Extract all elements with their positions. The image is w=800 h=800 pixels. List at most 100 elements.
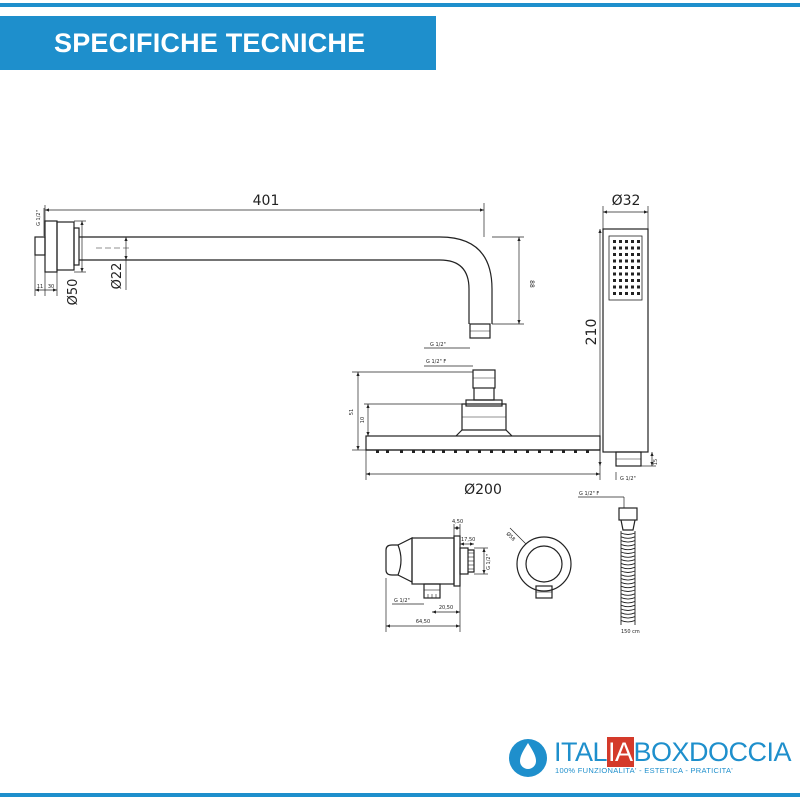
outlet-inner-label: 20,50 (439, 605, 453, 611)
hand-nozzle-dot (631, 266, 634, 269)
brand-part-3: BOXDOCCIA (633, 737, 792, 767)
hose-coil (620, 555, 636, 558)
hand-nozzle-dot (619, 266, 622, 269)
head-inlet-thread-label: G 1/2" F (426, 359, 446, 365)
hose-coil (620, 616, 636, 619)
hand-nozzle-dot (631, 240, 634, 243)
hand-nozzle-dot (631, 259, 634, 263)
hose-coil (620, 604, 636, 608)
hose-coil (620, 574, 636, 577)
page-title: SPECIFICHE TECNICHE (54, 27, 366, 58)
brand-part-1: ITAL (554, 737, 608, 767)
shower-head-dimensions (352, 365, 601, 480)
hand-shower (602, 228, 649, 467)
dim-a-label: 11 (37, 284, 43, 290)
hand-nozzle-dot (631, 279, 634, 282)
hose-coil (620, 536, 636, 539)
hose-coil (620, 543, 636, 547)
hand-nozzle-dot (631, 246, 634, 250)
hose-coil (620, 612, 636, 615)
hand-nozzle-dot (631, 285, 634, 289)
hose-coil (620, 559, 636, 562)
flange-thread-label: G 1/2" (36, 210, 42, 226)
hand-nozzle-dot (613, 259, 616, 263)
hand-nozzle-dot (625, 272, 628, 276)
hand-nozzle-dot (625, 259, 628, 263)
brand-name: ITALIABOXDOCCIA (554, 737, 792, 767)
arm-length-label: 401 (253, 193, 280, 209)
hose-length-label: 150 cm (621, 629, 640, 635)
hand-nozzle-dot (637, 266, 640, 269)
hose-coil (620, 570, 636, 573)
wall-outlet-dimensions (385, 524, 488, 632)
hand-nozzle-dot (637, 246, 640, 250)
outlet-total-label: 64,50 (416, 619, 430, 625)
hand-shower-nozzles (613, 240, 640, 295)
hand-nozzle-dot (613, 279, 616, 282)
wall-outlet-labels: 4,50 17,50 G 1/2" G 1/2" 20,50 64,50 (394, 519, 492, 625)
hand-nozzle-dot (613, 246, 616, 250)
outlet-width-label: 17,50 (461, 537, 475, 543)
shower-arm-dimensions (34, 203, 524, 349)
hand-nozzle-dot (619, 259, 622, 263)
wall-outlet-front-dimensions (509, 527, 527, 545)
hand-end-label: 15 (653, 459, 659, 465)
outlet-thread-label: G 1/2" (430, 342, 446, 348)
shower-arm-labels: 401 88 Ø22 Ø50 G 1/2" 11 30 G 1/2" (36, 193, 535, 348)
hand-nozzle-dot (625, 279, 628, 282)
shower-head (365, 369, 601, 451)
hand-nozzle-dot (619, 285, 622, 289)
hand-nozzle-dot (625, 285, 628, 289)
hand-length-label: 210 (584, 319, 600, 346)
hand-nozzle-dot (613, 272, 616, 276)
hose-coil (620, 619, 636, 623)
shower-head-nozzles (376, 450, 589, 453)
shower-arm (34, 220, 493, 339)
hand-nozzle-dot (631, 253, 634, 256)
hose-coils (620, 531, 636, 625)
hand-nozzle-dot (619, 246, 622, 250)
hand-thread-label: G 1/2" (620, 476, 636, 482)
hose-coil (620, 581, 636, 585)
hand-nozzle-dot (613, 253, 616, 256)
hand-nozzle-dot (619, 240, 622, 243)
hose-coil (620, 593, 636, 596)
arm-height-label: 88 (528, 280, 535, 288)
hand-nozzle-dot (613, 292, 616, 295)
hand-shower-labels: Ø32 210 G 1/2" 15 (584, 193, 659, 482)
hand-nozzle-dot (625, 240, 628, 243)
hand-nozzle-dot (631, 272, 634, 276)
dim-b-label: 30 (48, 284, 54, 290)
hand-nozzle-dot (637, 253, 640, 256)
hose-coil (620, 585, 636, 589)
hand-nozzle-dot (637, 292, 640, 295)
hand-nozzle-dot (619, 253, 622, 256)
hand-nozzle-dot (637, 259, 640, 263)
head-height-body-label: 10 (360, 417, 366, 423)
shower-head-labels: Ø200 51 10 G 1/2" F (349, 359, 502, 498)
hose-coil (620, 589, 636, 592)
wall-outlet-thread-marks (427, 552, 474, 598)
outlet-thread-bottom-label: G 1/2" (394, 598, 410, 604)
hose-coil (620, 562, 636, 566)
hand-nozzle-dot (613, 266, 616, 269)
hand-nozzle-dot (619, 279, 622, 282)
section-banner: SPECIFICHE TECNICHE (0, 16, 436, 70)
hose-thread-label: G 1/2" F (579, 491, 599, 497)
outlet-thread-right-label: G 1/2" (486, 554, 492, 570)
hose-coil (620, 578, 636, 581)
hose-dimensions (578, 496, 625, 508)
wall-outlet-front-labels: Ø58 (505, 530, 517, 542)
flange-diameter-label: Ø50 (66, 279, 81, 306)
brand-logo: ITALIABOXDOCCIA 100% FUNZIONALITA' - EST… (506, 734, 798, 780)
hose-coil (620, 532, 636, 535)
hand-nozzle-dot (619, 272, 622, 276)
hand-nozzle-dot (637, 272, 640, 276)
wall-outlet-side (385, 535, 475, 599)
hose-coil (620, 566, 636, 570)
hand-nozzle-dot (625, 253, 628, 256)
hand-nozzle-dot (625, 292, 628, 295)
head-height-total-label: 51 (349, 409, 355, 415)
water-drop-icon (509, 739, 547, 777)
